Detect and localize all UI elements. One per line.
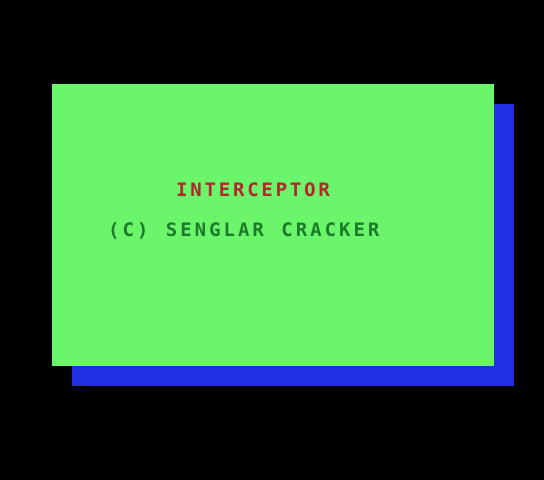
game-title: INTERCEPTOR (176, 179, 333, 201)
title-panel: INTERCEPTOR (C) SENGLAR CRACKER (52, 84, 494, 366)
copyright-credit: (C) SENGLAR CRACKER (108, 219, 383, 241)
